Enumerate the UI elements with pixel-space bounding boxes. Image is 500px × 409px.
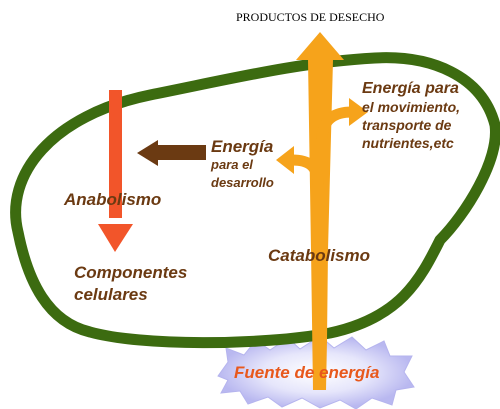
movement-energy-line2: el movimiento, — [362, 99, 461, 115]
growth-energy-branch — [291, 154, 324, 186]
cell-components-line2: celulares — [74, 285, 148, 304]
movement-energy-branch — [316, 106, 353, 141]
energy-arrowhead — [137, 140, 158, 166]
cell-components-line1: Componentes — [74, 263, 188, 282]
growth-energy-line1: Energía — [211, 137, 274, 156]
anabolic-arrowhead — [98, 224, 133, 252]
energy-source-label: Fuente de energía — [234, 363, 380, 382]
cell-components-label: Componentes celulares — [74, 262, 187, 306]
movement-energy-line3: transporte de — [362, 117, 452, 133]
growth-energy-arrowhead — [276, 146, 294, 174]
anabolism-label: Anabolismo — [64, 190, 162, 209]
movement-energy-arrowhead — [349, 98, 368, 126]
cell-outline — [10, 52, 500, 349]
movement-energy-label: Energía para el movimiento, transporte d… — [362, 80, 460, 152]
catabolic-arrow — [296, 32, 344, 390]
growth-energy-label: Energía para el desarrollo — [211, 138, 274, 192]
movement-energy-line1: Energía para — [362, 80, 459, 97]
growth-energy-line2: para el — [211, 157, 253, 172]
catabolism-label: Catabolismo — [268, 246, 371, 265]
movement-energy-line4: nutrientes,etc — [362, 135, 454, 151]
anabolic-arrow-shaft — [109, 90, 122, 218]
energy-arrow-shaft — [156, 145, 206, 160]
waste-products-title: PRODUCTOS DE DESECHO — [236, 10, 385, 24]
growth-energy-line3: desarrollo — [211, 175, 274, 190]
